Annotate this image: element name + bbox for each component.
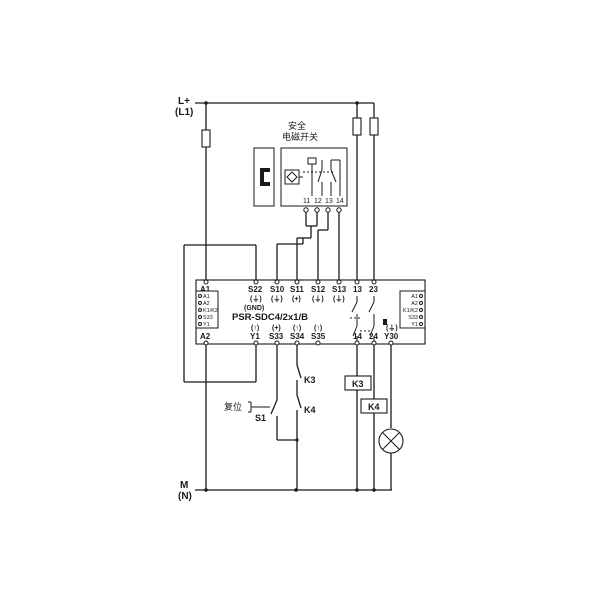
right-legend-item: S33 [408,315,418,321]
supply-top-label: L+ [178,96,190,107]
terminal-s10-sub: (⏚) [271,295,283,303]
module-output-contacts [350,296,387,344]
supply-rail-bottom [195,488,392,492]
switch-body [280,147,348,207]
module-bottom-terminals: (↑) (+) (↑) (↑) (⏚) A2 Y1 S33 S34 S35 14… [200,324,399,341]
supply-rail-top [195,101,374,105]
right-legend-item: Y1 [411,322,418,328]
switch-title-line2: 电磁开关 [282,131,318,142]
terminal-s33-label: S33 [269,332,284,341]
switch-terminals: 11 12 13 14 [303,198,344,213]
switch-actuator [253,147,275,207]
terminal-s34-sub: (↑) [293,325,301,332]
switch-title-line1: 安全 [288,120,306,131]
fuse-23 [369,103,379,280]
module-name: PSR-SDC4/2x1/B [232,312,308,323]
terminal-13-label: 13 [353,285,362,294]
terminal-s22-label: S22 [248,285,263,294]
terminal-y1-sub: (↑) [251,325,259,332]
relay-coil-k3: K3 [352,379,364,389]
right-legend-item: K1/K2 [403,308,418,314]
terminal-14-label: 14 [353,332,362,341]
terminal-24-label: 24 [369,332,378,341]
terminal-s10-label: S10 [270,285,285,294]
right-legend-item: A1 [411,294,418,300]
left-legend-item: A2 [203,301,210,307]
switch-terminal-label: 13 [325,198,333,205]
relay-coils [344,345,388,490]
supply-top-sub: (L1) [175,107,193,118]
fuse-13 [352,103,362,280]
left-legend-item: A1 [203,294,210,300]
signal-lamp-icon [378,345,404,490]
reset-id: S1 [255,413,266,423]
terminal-y1-label: Y1 [250,332,260,341]
switch-terminal-label: 14 [336,198,344,205]
supply-bottom-sub: (N) [178,491,192,502]
terminal-s35-sub: (↑) [314,325,322,332]
right-legend: A1 A2 K1/K2 S33 Y1 [399,290,426,329]
feedback-circuit [248,345,302,490]
right-legend-item: A2 [411,301,418,307]
terminal-s22-sub2: (GND) [244,305,264,312]
terminal-a1-label: A1 [200,285,211,294]
module-top-terminal-dots [203,279,377,285]
terminal-s11-label: S11 [290,285,304,294]
reset-label: 复位 [224,401,242,412]
terminal-s22-sub: (⏚) [250,295,262,303]
left-legend: A1 A2 K1/K2 S33 Y1 [195,290,219,329]
switch-terminal-label: 12 [314,198,322,205]
terminal-s12-sub: (⏚) [312,295,324,303]
relay-coil-k4: K4 [368,402,380,412]
terminal-a2-label: A2 [200,332,211,341]
left-legend-item: Y1 [203,322,210,328]
terminal-y30-sub: (⏚) [386,324,398,332]
left-legend-item: S33 [203,315,213,321]
feedback-contact-k3: K3 [304,375,316,385]
terminal-s33-sub: (+) [272,325,281,332]
terminal-s13-label: S13 [332,285,347,294]
terminal-s13-sub: (⏚) [333,295,345,303]
supply-bottom-label: M [180,480,188,491]
fuse-a1 [201,103,211,280]
switch-wiring [276,212,340,280]
switch-terminal-label: 11 [303,198,310,205]
s22-wire [183,244,257,383]
terminal-s12-label: S12 [311,285,326,294]
terminal-y30-label: Y30 [384,332,399,341]
terminal-s11-sub: (+) [292,296,301,303]
terminal-23-label: 23 [369,285,378,294]
relay-module [195,279,426,345]
terminal-s34-label: S34 [290,332,305,341]
feedback-contact-k4: K4 [304,405,316,415]
module-top-terminals: A1 S22 (⏚) (GND) S10 (⏚) S11 (+) S12 (⏚)… [200,285,378,312]
terminal-s35-label: S35 [311,332,326,341]
left-legend-item: K1/K2 [203,308,218,314]
